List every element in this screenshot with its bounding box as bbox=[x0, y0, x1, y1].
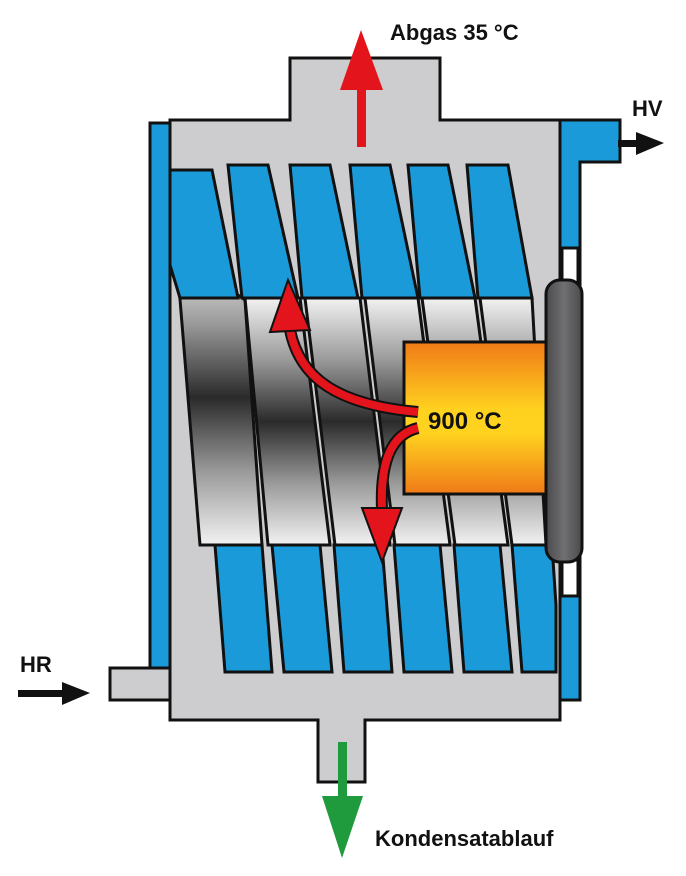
hr-arrow-shaft bbox=[18, 690, 68, 697]
coil-upper-1 bbox=[168, 168, 240, 300]
hr-arrowhead bbox=[62, 682, 90, 705]
hv-arrow-shaft bbox=[618, 140, 642, 147]
condensate-arrow bbox=[322, 742, 363, 858]
burner-rod bbox=[544, 278, 584, 564]
coil-upper-2 bbox=[226, 163, 300, 300]
exhaust-arrow-shaft bbox=[357, 85, 366, 147]
flow-label: HV bbox=[632, 96, 663, 121]
hot-gas-arrowhead-up bbox=[268, 277, 312, 334]
hv-arrowhead bbox=[636, 132, 664, 155]
coil-lower-row bbox=[213, 543, 558, 674]
flame-chamber bbox=[402, 340, 548, 496]
hot-gas-arrows bbox=[268, 277, 420, 565]
housing-outline bbox=[168, 56, 562, 784]
condensate-arrow-shaft bbox=[338, 742, 347, 802]
burner bbox=[544, 246, 584, 598]
coil-lower-1 bbox=[213, 543, 274, 674]
coil-lower-2 bbox=[270, 543, 334, 674]
water-jacket-left bbox=[108, 121, 172, 702]
flame-temperature-label: 900 °C bbox=[428, 408, 502, 435]
coil-upper-4 bbox=[348, 163, 420, 300]
coil-lower-5 bbox=[452, 543, 514, 674]
coil-lower-4 bbox=[392, 543, 454, 674]
return-label: HR bbox=[20, 652, 52, 677]
exhaust-label: Abgas 35 °C bbox=[390, 20, 519, 45]
burner-mount-bottom bbox=[560, 558, 580, 598]
condensate-arrowhead bbox=[322, 796, 363, 858]
coil-upper-row bbox=[168, 163, 534, 300]
hot-gas-arrowhead-down bbox=[360, 507, 404, 565]
coil-upper-5 bbox=[406, 163, 477, 300]
hot-gas-arrow-up-curve-fill bbox=[286, 329, 419, 416]
coil-lower-3 bbox=[332, 543, 394, 674]
hr-arrow bbox=[18, 682, 90, 705]
coil-upper-3 bbox=[288, 163, 360, 300]
exhaust-arrowhead bbox=[340, 30, 383, 90]
condensate-label: Kondensatablauf bbox=[375, 826, 554, 851]
coil-upper-6 bbox=[465, 163, 534, 300]
hv-arrow bbox=[618, 132, 664, 155]
exhaust-arrow bbox=[340, 30, 383, 147]
hot-gas-arrow-down-curve-fill bbox=[377, 424, 420, 511]
